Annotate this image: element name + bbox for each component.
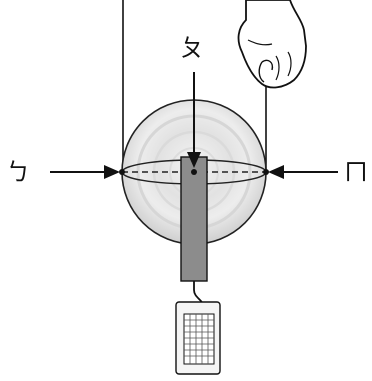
- spring-scale-icon: [175, 301, 221, 375]
- label-center-point: ㄆ: [180, 34, 204, 62]
- label-right-point: ㄇ: [344, 158, 368, 186]
- arrow-left: [50, 165, 120, 179]
- label-left-point: ㄅ: [6, 158, 30, 186]
- hand-icon: [237, 0, 307, 89]
- point-center: [191, 169, 197, 175]
- point-right: [263, 169, 269, 175]
- arrow-right: [268, 165, 338, 179]
- hanging-bar: [180, 156, 208, 282]
- arrow-top: [187, 72, 201, 168]
- point-left: [119, 169, 125, 175]
